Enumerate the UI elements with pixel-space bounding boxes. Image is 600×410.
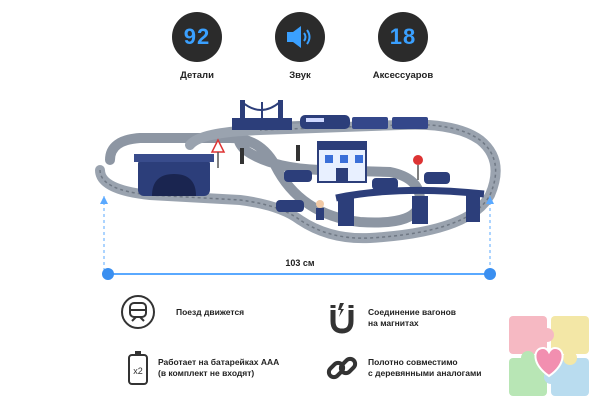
- stat-sound-badge: [275, 12, 325, 62]
- feature-train-moves-text: Поезд движется: [176, 306, 245, 317]
- police-station: [317, 141, 367, 183]
- stat-parts: 92 Детали: [142, 12, 252, 81]
- heart-icon: [534, 346, 564, 378]
- battery-icon: x2: [118, 348, 158, 388]
- stat-sound-label: Звук: [289, 70, 311, 81]
- feature-wooden-compatible: Полотно совместимо с деревянными аналога…: [322, 348, 481, 388]
- stat-parts-value: 92: [183, 24, 211, 49]
- police-cars: [276, 170, 450, 212]
- suspension-bridge: [232, 100, 292, 130]
- viaduct-supports: [335, 186, 485, 226]
- dimension-label: 103 см: [285, 258, 315, 268]
- stat-parts-badge: 92: [172, 12, 222, 62]
- stat-accessories-badge: 18: [378, 12, 428, 62]
- road-signs: [210, 138, 423, 180]
- stat-accessories-value: 18: [389, 24, 417, 49]
- tunnel: [134, 154, 214, 196]
- track-left-loop: [105, 121, 426, 228]
- stat-parts-label: Детали: [180, 70, 214, 81]
- speaker-icon: [287, 26, 311, 48]
- railway-set-illustration: [95, 100, 501, 280]
- feature-train-moves: Поезд движется: [118, 292, 244, 332]
- stat-accessories: 18 Аксессуаров: [348, 12, 458, 81]
- dimension-indicator: [100, 196, 496, 280]
- feature-batteries: x2 Работает на батарейках ААА (в комплек…: [118, 348, 279, 388]
- magnet-icon: [322, 298, 362, 338]
- train-icon: [118, 292, 158, 332]
- puzzle-logo: [509, 316, 589, 396]
- feature-wooden-compatible-text: Полотно совместимо с деревянными аналога…: [368, 357, 482, 378]
- feature-magnet-coupling: Соединение вагонов на магнитах: [322, 298, 456, 338]
- stat-accessories-label: Аксессуаров: [372, 70, 434, 81]
- chain-link-icon: [322, 348, 362, 388]
- police-figure: [316, 200, 324, 220]
- stat-sound: Звук: [245, 12, 355, 81]
- feature-magnet-coupling-text: Соединение вагонов на магнитах: [368, 307, 457, 328]
- train: [300, 115, 428, 129]
- svg-text:x2: x2: [133, 366, 143, 376]
- feature-batteries-text: Работает на батарейках ААА (в комплект н…: [158, 357, 280, 378]
